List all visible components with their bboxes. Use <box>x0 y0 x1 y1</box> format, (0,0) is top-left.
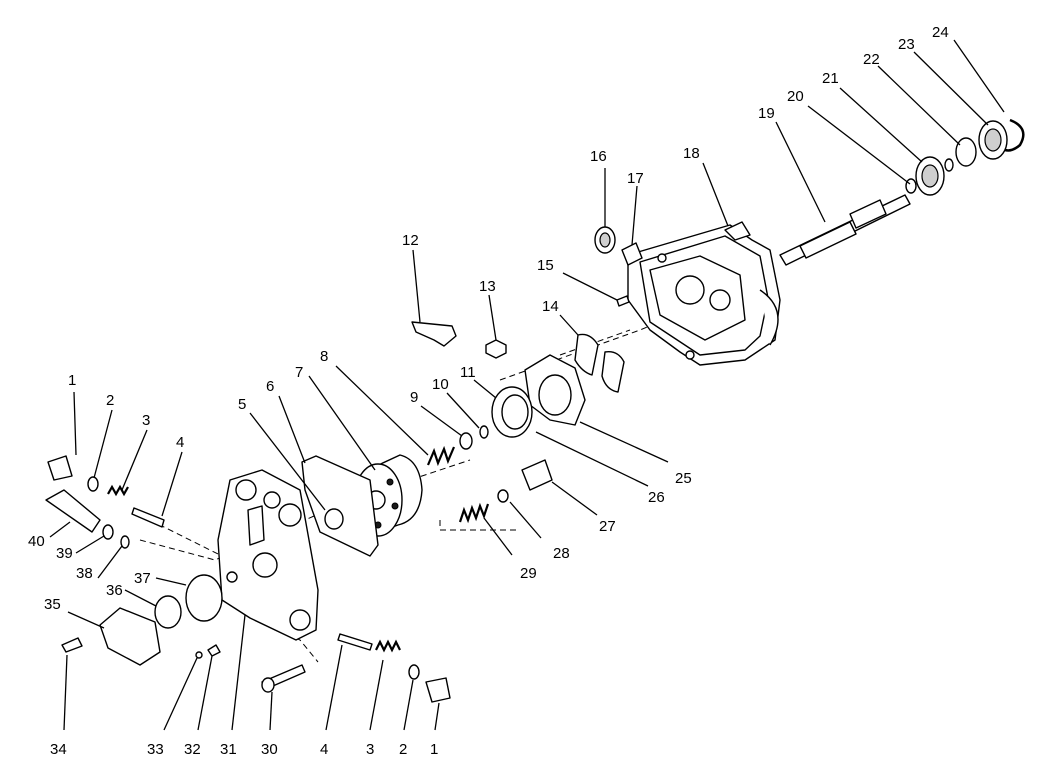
part-ring-2a <box>87 476 99 492</box>
callout-label: 25 <box>675 470 692 487</box>
part-oring-37 <box>185 574 223 622</box>
callout-label: 15 <box>537 257 554 274</box>
callout-label: 33 <box>147 741 164 758</box>
callout-label: 38 <box>76 565 93 582</box>
part-spring-29 <box>458 502 490 524</box>
callout-label: 1 <box>68 372 76 389</box>
callout-label: 22 <box>863 51 880 68</box>
callout-label: 23 <box>898 36 915 53</box>
part-ball-33 <box>195 651 203 659</box>
part-spring-32 <box>207 644 221 657</box>
part-shaft <box>779 194 911 266</box>
part-ring-2b <box>408 664 420 680</box>
part-valve-plate-5 <box>324 508 344 530</box>
callout-label: 19 <box>758 105 775 122</box>
callout-label: 14 <box>542 298 559 315</box>
callout-label: 18 <box>683 145 700 162</box>
part-housing <box>627 221 781 366</box>
callout-labels: 1 2 3 4 5 6 7 8 9 10 11 12 13 14 15 16 1… <box>28 24 949 758</box>
callout-label: 11 <box>460 364 476 381</box>
part-pin-15 <box>616 295 630 307</box>
callout-label: 37 <box>134 570 151 587</box>
callout-label: 26 <box>648 489 665 506</box>
callout-label: 2 <box>399 741 407 758</box>
callout-label: 4 <box>176 434 184 451</box>
part-spring-8 <box>426 445 456 467</box>
callout-label: 4 <box>320 741 328 758</box>
callout-label: 21 <box>822 70 839 87</box>
part-plate-36 <box>154 595 182 629</box>
callout-label: 24 <box>932 24 949 41</box>
part-pin-4a <box>131 507 165 528</box>
callout-label: 30 <box>261 741 278 758</box>
part-washer-22 <box>955 137 977 167</box>
callout-label: 31 <box>220 741 237 758</box>
callout-label: 12 <box>402 232 419 249</box>
callout-label: 6 <box>266 378 274 395</box>
callout-label: 2 <box>106 392 114 409</box>
part-center-section-31 <box>217 469 319 641</box>
part-ring-38 <box>120 535 130 549</box>
part-valve-40 <box>45 489 101 533</box>
callout-label: 35 <box>44 596 61 613</box>
callout-label: 34 <box>50 741 67 758</box>
part-ring-39 <box>102 524 114 540</box>
callout-label: 7 <box>295 364 303 381</box>
part-lever-12 <box>411 321 457 347</box>
part-ring-20 <box>905 178 917 194</box>
part-ring-28 <box>497 489 509 503</box>
part-bolt-34 <box>61 637 83 653</box>
part-bearing-group <box>905 118 1025 196</box>
callout-label: 3 <box>366 741 374 758</box>
callout-label: 32 <box>184 741 201 758</box>
part-plug-1a <box>47 455 73 481</box>
callout-label: 28 <box>553 545 570 562</box>
part-gasket-6 <box>301 455 379 557</box>
part-snap-ring-24 <box>1004 118 1025 152</box>
callout-label: 10 <box>432 376 449 393</box>
callout-label: 5 <box>238 396 246 413</box>
callout-label: 20 <box>787 88 804 105</box>
part-nut-13 <box>485 339 507 359</box>
callout-label: 9 <box>410 389 418 406</box>
callout-label: 27 <box>599 518 616 535</box>
callout-label: 8 <box>320 348 328 365</box>
part-plug-1b <box>425 677 451 703</box>
part-cover-35 <box>99 607 161 666</box>
part-pin-4b <box>337 633 373 651</box>
part-sleeve-27 <box>521 459 553 491</box>
part-ring-10 <box>479 425 489 439</box>
callout-label: 29 <box>520 565 537 582</box>
callout-label: 36 <box>106 582 123 599</box>
callout-label: 39 <box>56 545 73 562</box>
leader-lines <box>49 39 1005 731</box>
part-shims <box>574 333 625 393</box>
part-spring-3b <box>375 639 401 653</box>
callout-label: 1 <box>430 741 438 758</box>
callout-label: 16 <box>590 148 607 165</box>
part-bushing-17 <box>621 242 643 266</box>
callout-label: 17 <box>627 170 644 187</box>
part-spring-3a <box>107 484 129 497</box>
callout-label: 13 <box>479 278 496 295</box>
callout-label: 40 <box>28 533 45 550</box>
part-washer-9 <box>459 432 473 450</box>
callout-label: 3 <box>142 412 150 429</box>
